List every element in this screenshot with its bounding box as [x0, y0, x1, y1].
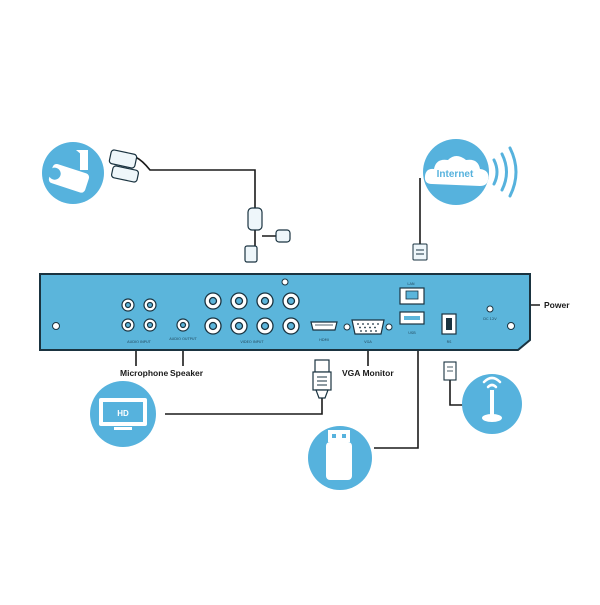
- vga-monitor-label: VGA Monitor: [342, 368, 394, 378]
- rs-port: [441, 313, 457, 335]
- audio-output-port: [176, 318, 190, 332]
- antenna-icon: [462, 374, 522, 434]
- dc-label: DC 12V: [483, 317, 497, 321]
- audio-input-ports: [121, 298, 157, 332]
- video-input-label: VIDEO INPUT: [240, 340, 264, 344]
- lan-label: LAN: [407, 282, 415, 286]
- hdmi-label: HDMI: [319, 338, 329, 342]
- dvr-device: AUDIO INPUT AUDIO OUTPUT VIDEO INPUT HDM…: [39, 273, 531, 351]
- lan-plug: [412, 243, 428, 261]
- internet-label: Internet: [437, 169, 474, 180]
- rs-line: [449, 380, 464, 406]
- rs-plug: [443, 361, 457, 381]
- speaker-label: Speaker: [170, 368, 204, 378]
- internet-icon: Internet: [423, 139, 489, 205]
- wifi-waves-icon: [492, 146, 518, 198]
- rs-label: RS: [447, 340, 452, 344]
- usb-drive-icon: [308, 426, 372, 490]
- hd-monitor-icon: HD: [90, 381, 156, 447]
- camera-connectors: [108, 149, 291, 263]
- usb-line: [374, 340, 419, 449]
- power-port: [486, 305, 494, 313]
- audio-input-label: AUDIO INPUT: [127, 340, 151, 344]
- hd-label: HD: [117, 409, 129, 418]
- lan-port: [399, 287, 425, 305]
- usb-label: USB: [408, 331, 416, 335]
- vga-port: [343, 319, 393, 335]
- hdmi-plug: [312, 359, 332, 399]
- power-label: Power: [544, 300, 570, 310]
- vga-label: VGA: [364, 340, 372, 344]
- hdmi-port: [310, 321, 338, 331]
- video-input-ports: [204, 292, 300, 335]
- screw-right: [507, 322, 515, 330]
- camera-cable: [117, 155, 256, 208]
- microphone-label: Microphone: [120, 368, 169, 378]
- hdmi-cable: [165, 398, 323, 415]
- screw-left: [52, 322, 60, 330]
- camera-icon: [42, 142, 104, 204]
- audio-output-label: AUDIO OUTPUT: [169, 337, 197, 341]
- usb-port: [399, 311, 425, 325]
